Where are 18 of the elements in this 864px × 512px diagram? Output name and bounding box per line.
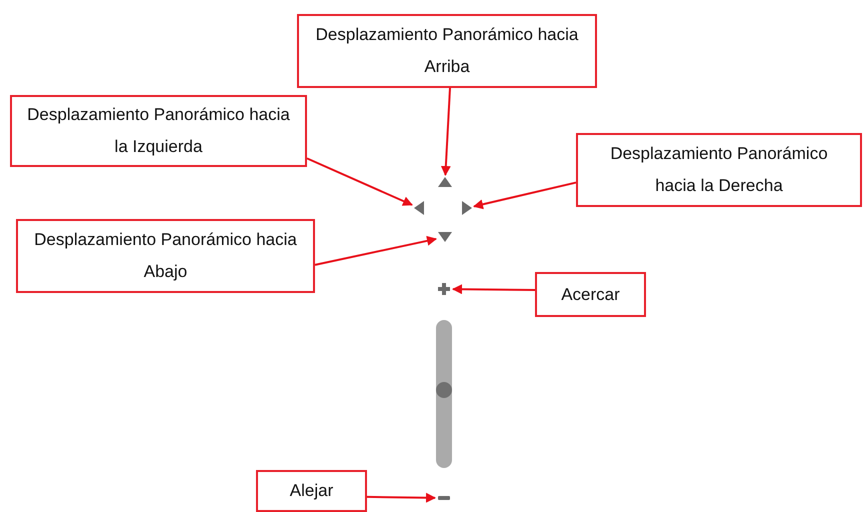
zoom-out-icon	[437, 493, 451, 503]
pan-up-icon	[438, 177, 452, 187]
callout-box: Desplazamiento Panorámico hacia la Derecha	[576, 133, 862, 207]
callout-box: Desplazamiento Panorámico hacia la Izquierda	[10, 95, 307, 167]
arrow	[440, 88, 451, 176]
pan-down-icon	[438, 232, 452, 242]
pan-left-icon	[414, 201, 424, 215]
arrow	[366, 492, 436, 503]
arrow	[306, 157, 413, 206]
callout-box: Desplazamiento Panorámico hacia Abajo	[16, 219, 315, 293]
zoom-in-icon	[437, 282, 451, 296]
callout-box: Acercar	[535, 272, 646, 317]
pan-right-icon	[462, 201, 472, 215]
callout-box: Alejar	[256, 470, 367, 512]
arrow	[452, 284, 536, 294]
arrow	[473, 182, 576, 210]
arrow	[314, 236, 437, 266]
callout-box: Desplazamiento Panorámico hacia Arriba	[297, 14, 597, 88]
